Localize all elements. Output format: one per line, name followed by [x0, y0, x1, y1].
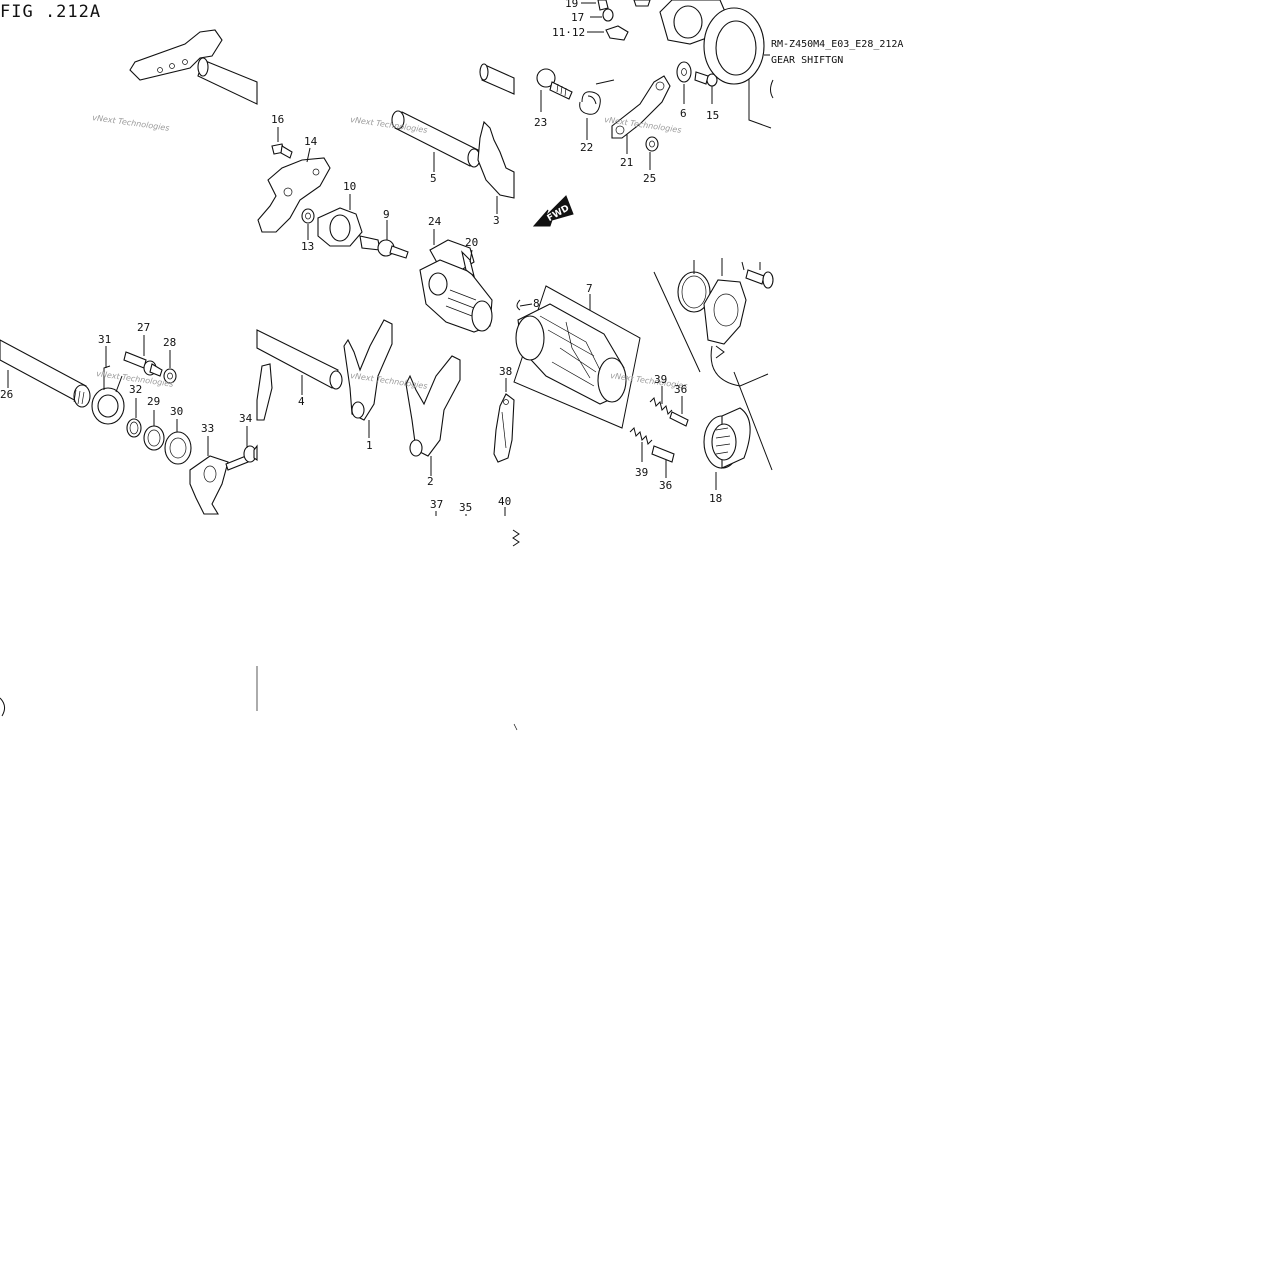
callout-label: 30: [170, 405, 183, 418]
bolt-34-part: [225, 444, 258, 471]
washer-25-part: [645, 136, 659, 152]
washer-13-part: [301, 208, 315, 224]
callout-label: 26: [0, 388, 13, 401]
bearing-edge: [770, 79, 774, 99]
washer-28-part: [163, 368, 177, 384]
callout-label: 40: [498, 495, 511, 508]
washer-6-part: [676, 61, 692, 83]
callout-label: 35: [459, 501, 472, 514]
watermark-2: vNext Technologies: [350, 115, 428, 135]
callout-label: 31: [98, 333, 111, 346]
shift-fork-shaft-4-part: [256, 329, 343, 421]
callout-label: 2: [427, 475, 434, 488]
shift-fork-1-part: [343, 319, 393, 421]
callout-label: 3: [493, 214, 500, 227]
callout-label: 13: [301, 240, 314, 253]
spring-39-lower-part: [629, 427, 675, 463]
callout-label: 23: [534, 116, 547, 129]
watermark-1: vNext Technologies: [92, 113, 170, 133]
callout-label: 36: [659, 479, 672, 492]
pin-8-part: [516, 299, 533, 311]
callout-label: 10: [343, 180, 356, 193]
callout-label: 18: [709, 492, 722, 505]
figure-title: FIG .212A: [0, 2, 101, 22]
callout-label: 27: [137, 321, 150, 334]
small-parts-19-17-part: [597, 0, 629, 41]
callout-label: 15: [706, 109, 719, 122]
gearshift-shaft-26-part: [0, 339, 91, 408]
gearshift-lever-part: [129, 29, 258, 105]
callout-label: 39: [635, 466, 648, 479]
fwd-arrow-icon: FWD: [532, 195, 574, 227]
callout-label: 22: [580, 141, 593, 154]
needle-bearing-18-part: [703, 407, 751, 469]
bolt-27-part: [123, 351, 163, 377]
callout-labels: 19 17 11·12 23 22 21 25 6 15 16 14 10 9 …: [0, 0, 722, 514]
left-fragment: [0, 697, 6, 717]
callout-label: 1: [366, 439, 373, 452]
callout-label: 7: [586, 282, 593, 295]
bearing-housing-part: [703, 279, 769, 387]
callout-label: 39: [654, 373, 667, 386]
callout-label: 16: [271, 113, 284, 126]
cam-10-part: [317, 207, 363, 247]
gearshift-cam-drum-7-part: [513, 285, 641, 429]
callout-label: 8: [533, 297, 540, 310]
callout-label: 14: [304, 135, 318, 148]
callout-label: 17: [571, 11, 584, 24]
callout-label: 34: [239, 412, 253, 425]
figure-code: RM-Z450M4_E03_E28_212A: [771, 39, 903, 50]
figure-name: GEAR SHIFTGN: [771, 55, 843, 66]
bolt-9-part: [359, 235, 409, 259]
lever-21-part: [611, 75, 671, 139]
callout-label: 9: [383, 208, 390, 221]
plate-14-part: [257, 157, 331, 233]
callout-label: 32: [129, 383, 142, 396]
drum-gear-24-part: [419, 239, 493, 333]
callout-label: 37: [430, 498, 443, 511]
callout-label: 36: [674, 383, 687, 396]
spring-22-part: [579, 79, 615, 115]
washer-29-part: [143, 425, 165, 451]
callout-label: 20: [465, 236, 478, 249]
callout-label: 24: [428, 215, 442, 228]
stopper-plate-38-part: [493, 393, 515, 463]
callout-label: 28: [163, 336, 176, 349]
spring-39-upper-part: [649, 397, 689, 427]
callout-label: 25: [643, 172, 656, 185]
callout-label: 21: [620, 156, 633, 169]
circlip-32-part: [126, 418, 142, 438]
callout-label: 11·12: [552, 26, 585, 39]
assembly-outline: [653, 271, 773, 471]
return-spring-31-part: [91, 365, 125, 425]
bolt-23-part: [536, 68, 573, 100]
bolt-right-part: [745, 269, 774, 289]
shift-shaft-5-part: [391, 110, 481, 168]
bottom-fragment: [512, 529, 520, 547]
screw-16-part: [271, 143, 293, 159]
callout-label: 6: [680, 107, 687, 120]
callout-label: 19: [565, 0, 578, 10]
shift-lever-33-part: [189, 455, 229, 515]
oil-seal-30-part: [164, 431, 192, 465]
callout-label: 5: [430, 172, 437, 185]
callout-label: 38: [499, 365, 512, 378]
panel-mark: [513, 723, 518, 731]
bearing-gear-top-part: [633, 0, 765, 85]
callout-label: 4: [298, 395, 305, 408]
shift-fork-2-part: [405, 355, 461, 457]
callout-label: 29: [147, 395, 160, 408]
callout-label: 33: [201, 422, 214, 435]
shift-fork-3-part: [477, 63, 515, 199]
